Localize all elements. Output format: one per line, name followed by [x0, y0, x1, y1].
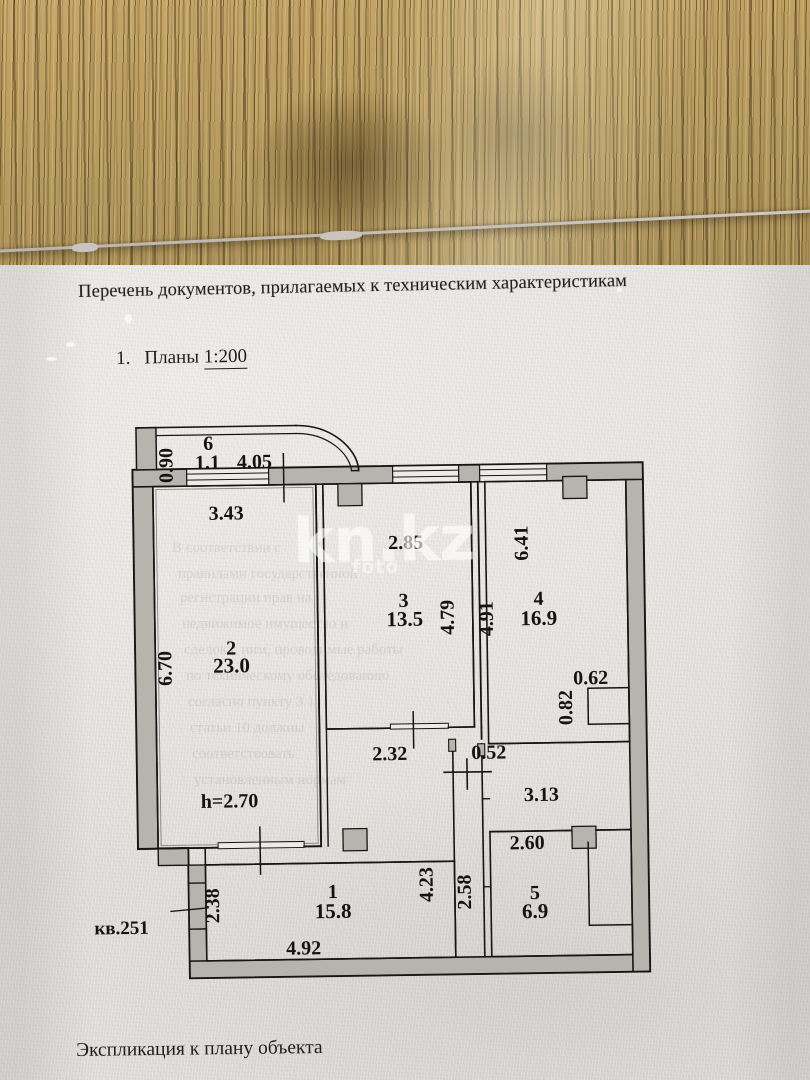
- dim-room1-left: 2.38: [202, 888, 225, 923]
- ceiling-height: h=2.70: [201, 790, 259, 813]
- ghost-text-5: сделок с ним, проводимые работы: [184, 642, 403, 658]
- room-2-area: 23.0: [213, 653, 250, 678]
- paper-blemish-3: [46, 357, 57, 361]
- dim-room2-top: 3.43: [209, 502, 244, 525]
- room-3-number: 3: [398, 590, 408, 612]
- dim-room4-left: 4.91: [476, 601, 499, 636]
- apartment-label: кв.251: [94, 918, 149, 940]
- dim-corridor-left: 4.23: [415, 867, 438, 902]
- dim-room5-top-inner: 2.60: [509, 832, 544, 855]
- dim-niche-width: 0.62: [573, 667, 608, 690]
- ghost-text-9: соответствовать: [192, 746, 295, 762]
- room-4-area: 16.9: [520, 606, 557, 631]
- ghost-text-7: согласно пункту 3.1: [188, 694, 315, 710]
- dim-room2-left: 6.70: [154, 651, 177, 686]
- ghost-text-2: правилами государственной: [178, 566, 358, 582]
- ghost-text-6: по техническому обследованию: [186, 668, 390, 684]
- dim-room5-left: 2.58: [454, 874, 477, 909]
- document-footer-line: Экспликация к плану объекта: [76, 1036, 323, 1061]
- room-1-number: 1: [328, 881, 338, 903]
- dim-niche-height: 0.82: [555, 690, 578, 725]
- watermark-sub: foto: [351, 555, 400, 579]
- dim-corridor-gap: 0.52: [471, 741, 506, 764]
- room-5-number: 5: [530, 882, 540, 904]
- ghost-text-3: регистрации прав на: [180, 590, 312, 606]
- paper-blemish-1: [125, 314, 132, 323]
- room-4-number: 4: [533, 588, 543, 610]
- dim-room3-bottom: 2.32: [372, 743, 407, 766]
- dim-balcony-depth: 0.90: [155, 448, 178, 483]
- watermark-tail: kz: [398, 501, 475, 576]
- room-3-area: 13.5: [386, 607, 423, 632]
- ghost-text-1: В соответствии с: [172, 540, 281, 556]
- room-6-number: 6: [203, 433, 213, 455]
- room-1-area: 15.8: [315, 899, 352, 924]
- dim-room5-top-outer: 3.13: [524, 784, 559, 807]
- ghost-text-8: статьи 10 должны: [190, 720, 305, 736]
- ghost-text-4: недвижимое имущество и: [182, 616, 349, 632]
- paper-blemish-2: [66, 342, 75, 347]
- ghost-text-10: установленным нормам: [194, 772, 346, 788]
- paper-blemish-4: [617, 287, 622, 292]
- room-2-number: 2: [226, 637, 236, 659]
- dim-balcony-width: 4.05: [237, 451, 272, 474]
- dim-room3-right: 4.79: [437, 600, 460, 635]
- room-6-area: 1.1: [195, 452, 220, 474]
- dim-room3-top: 2.85: [388, 532, 423, 555]
- room-5-area: 6.9: [522, 899, 549, 923]
- dim-room1-bottom: 4.92: [286, 937, 321, 960]
- dim-room4-top: 6.41: [510, 526, 533, 561]
